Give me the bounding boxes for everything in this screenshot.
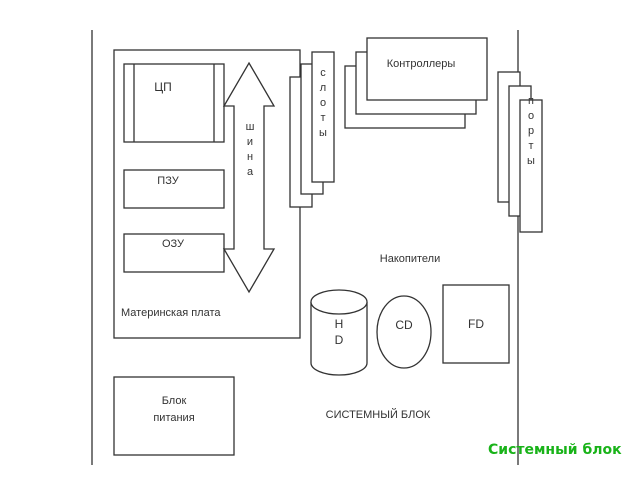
ports-letter: т: [528, 140, 533, 152]
hd-cylinder-body: [310, 302, 368, 376]
fd-label: FD: [468, 317, 484, 331]
rom-box: [123, 169, 225, 209]
system-unit-label: СИСТЕМНЫЙ БЛОК: [326, 408, 431, 421]
power-supply-label-line2: питания: [153, 412, 194, 424]
ports-letter: п: [528, 95, 534, 107]
slots-letter: т: [320, 112, 325, 124]
ports-letter: ы: [527, 155, 535, 167]
rom-label: ПЗУ: [157, 175, 179, 187]
cd-label: CD: [395, 318, 413, 332]
bus-letter: н: [247, 151, 253, 163]
slide-caption: Системный блок: [488, 442, 622, 458]
ports-letter: р: [528, 125, 534, 137]
hd-letter: H: [335, 317, 344, 331]
cpu-label: ЦП: [154, 80, 172, 94]
slots-letter: о: [320, 97, 326, 109]
motherboard-label: Материнская плата: [121, 307, 221, 319]
hd-cylinder-top: [310, 289, 368, 315]
slots-letter: с: [320, 67, 326, 79]
controller-card-3: [366, 37, 488, 101]
slot-card-3: [311, 51, 335, 183]
hd-letter: D: [335, 333, 344, 347]
bus-letter: и: [247, 136, 253, 148]
bus-letter: а: [247, 166, 254, 178]
slots-letter: л: [320, 82, 326, 94]
cd-disc: [376, 295, 432, 369]
fd-drive: [442, 284, 510, 364]
controllers-label: Контроллеры: [387, 58, 456, 70]
storage-label: Накопители: [380, 253, 440, 265]
slots-letter: ы: [319, 127, 327, 139]
ram-label: ОЗУ: [162, 238, 185, 250]
power-supply-box: [113, 376, 235, 456]
ports-letter: о: [528, 110, 534, 122]
bus-letter: ш: [246, 121, 255, 133]
port-card-3: [519, 99, 543, 233]
ram-box: [123, 233, 225, 273]
power-supply-label-line1: Блок: [162, 395, 187, 407]
cpu-box: [123, 63, 225, 143]
bus-arrow: [222, 61, 276, 294]
